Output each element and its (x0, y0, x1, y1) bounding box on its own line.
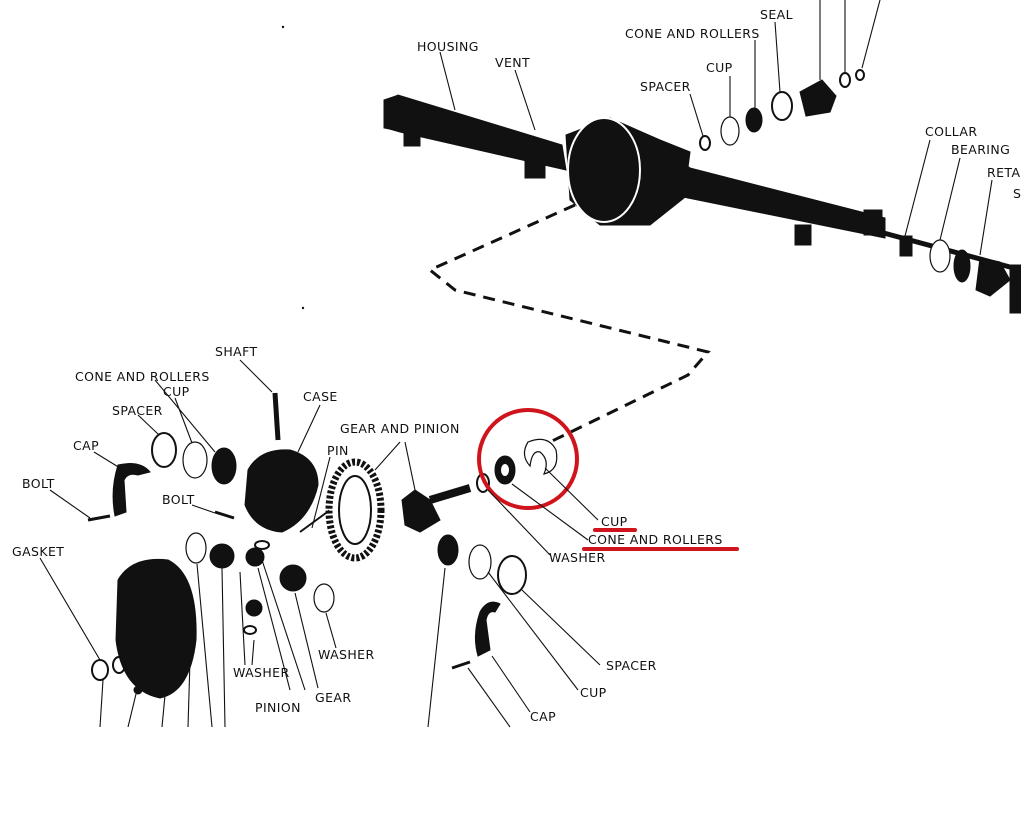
pinion-bearing-parts (437, 438, 558, 670)
spacer-diff (151, 432, 177, 468)
collar-part (899, 235, 913, 257)
underline-cup (593, 528, 637, 532)
label-spacer-pinion: SPACER (606, 658, 657, 673)
dashed-connector (427, 203, 711, 445)
cap-left (112, 463, 151, 517)
cup-ring (720, 116, 740, 146)
label-vent: VENT (495, 55, 530, 70)
label-cup-pinion: CUP (580, 685, 607, 700)
nut (855, 69, 865, 81)
label-bolt-case: BOLT (162, 492, 195, 507)
washer-ring (839, 72, 851, 88)
axle-housing (383, 94, 1021, 273)
label-bolt-left: BOLT (22, 476, 55, 491)
spacer-ring (699, 135, 711, 151)
label-seal: SEAL (760, 7, 793, 22)
pinion-cup (523, 438, 558, 475)
label-pinion: PINION (255, 700, 301, 715)
label-shaft: SHAFT (215, 344, 258, 359)
seal-ring (771, 91, 793, 121)
label-retainer: RETA (987, 165, 1020, 180)
yoke (799, 79, 837, 117)
label-gear: GEAR (315, 690, 351, 705)
shaft-part (272, 392, 281, 441)
differential-leaders (39, 359, 416, 728)
cone-rollers (745, 107, 763, 133)
label-housing: HOUSING (417, 39, 479, 54)
label-washer-gear: WASHER (318, 647, 375, 662)
pinion-leaders (427, 467, 601, 728)
flange-part (975, 257, 1011, 297)
case-part (244, 449, 319, 533)
cone-diff (211, 447, 237, 485)
label-cup-diff: CUP (163, 384, 190, 399)
label-cone-and-rollers-diff: CONE AND ROLLERS (75, 369, 210, 384)
retainer-part (953, 249, 971, 283)
ring-gear (325, 458, 385, 562)
bearing-part (929, 239, 951, 273)
label-cap-diff: CAP (73, 438, 99, 453)
label-cap-pinion: CAP (530, 709, 556, 724)
cover-part (115, 558, 197, 699)
cup-diff (182, 441, 208, 479)
label-cup-highlighted: CUP (601, 514, 628, 529)
label-spacer-diff: SPACER (112, 403, 163, 418)
label-s: S (1013, 186, 1021, 201)
label-pin: PIN (327, 443, 349, 458)
label-cone-and-rollers-highlighted: CONE AND ROLLERS (588, 532, 723, 547)
highlight-circle (477, 408, 579, 510)
side-gear (279, 564, 307, 592)
label-spacer-top: SPACER (640, 79, 691, 94)
label-cup-top: CUP (706, 60, 733, 75)
label-gasket: GASKET (12, 544, 64, 559)
label-washer-lower: WASHER (233, 665, 290, 680)
label-case: CASE (303, 389, 338, 404)
label-cone-and-rollers-top: CONE AND ROLLERS (625, 26, 760, 41)
housing-leaders (439, 0, 993, 256)
pinion-cap (474, 601, 501, 657)
underline-cone-and-rollers (582, 547, 739, 551)
label-bearing: BEARING (951, 142, 1010, 157)
label-washer-pinion: WASHER (549, 550, 606, 565)
bolt-left (87, 514, 111, 522)
label-gear-and-pinion: GEAR AND PINION (340, 421, 460, 436)
label-collar: COLLAR (925, 124, 977, 139)
differential-parts (87, 392, 472, 699)
